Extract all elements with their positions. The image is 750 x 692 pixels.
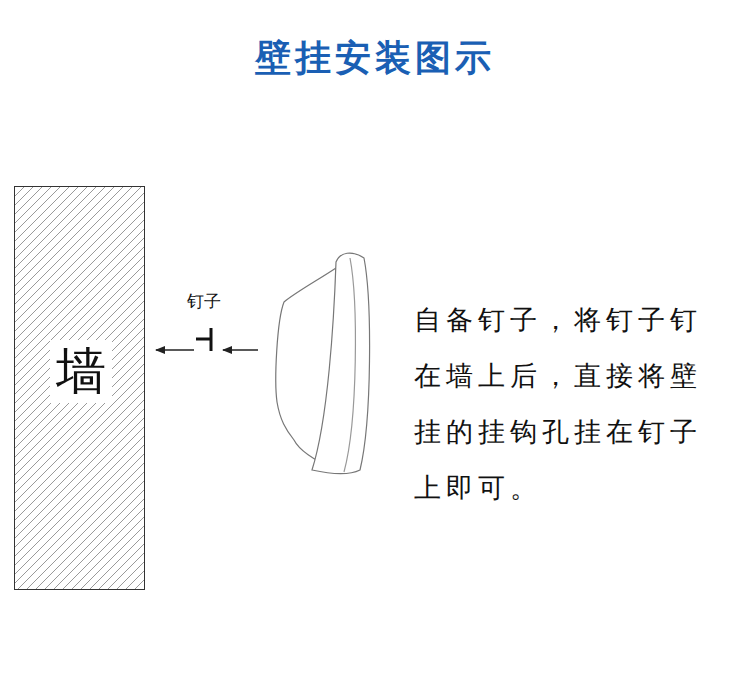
nail-label: 钉子 <box>187 290 221 313</box>
wall-label: 墙 <box>50 340 112 403</box>
nail-head <box>210 328 213 351</box>
arrow-line <box>156 349 194 350</box>
arrow-line <box>223 349 258 350</box>
wall-mount <box>276 253 370 474</box>
nail-shank <box>196 338 210 341</box>
title: 壁挂安装图示 <box>0 34 750 83</box>
wall: 墙 <box>14 186 145 590</box>
instruction-text: 自备钉子，将钉子钉在墙上后，直接将壁挂的挂钩孔挂在钉子上即可。 <box>414 292 714 516</box>
